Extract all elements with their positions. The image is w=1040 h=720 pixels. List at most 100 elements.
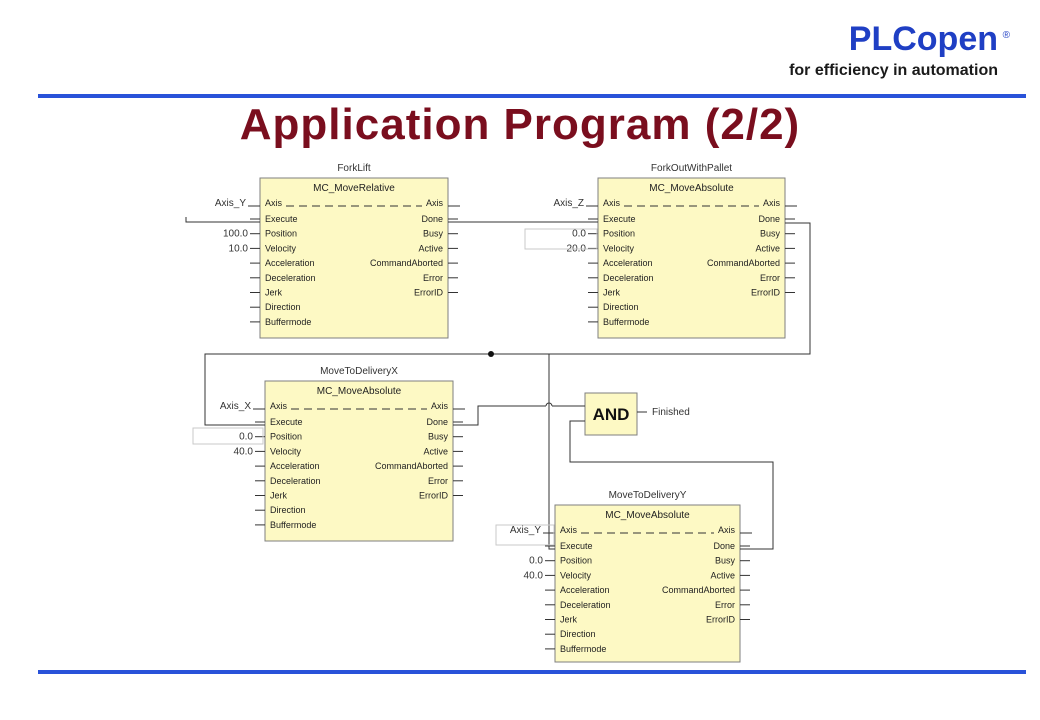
output-pin-label: ErrorID: [414, 288, 444, 298]
axis-pin-out: Axis: [718, 525, 736, 535]
output-pin-label: Active: [710, 570, 735, 580]
fb-instance-name: ForkLift: [337, 163, 371, 174]
input-pin-label: Acceleration: [270, 461, 320, 471]
axis-pin-in: Axis: [603, 198, 621, 208]
input-pin-label: Direction: [270, 505, 306, 515]
input-pin-label: Direction: [603, 302, 639, 312]
output-pin-label: ErrorID: [751, 288, 781, 298]
output-pin-label: Error: [423, 273, 443, 283]
output-pin-label: CommandAborted: [375, 461, 448, 471]
input-pin-label: Direction: [560, 629, 596, 639]
input-pin-label: Execute: [603, 214, 636, 224]
output-pin-label: Done: [421, 214, 443, 224]
axis-pin-in: Axis: [270, 401, 288, 411]
connection-wires: [185, 217, 811, 550]
output-pin-label: Error: [428, 476, 448, 486]
input-pin-label: Acceleration: [265, 258, 315, 268]
velocity-value: 40.0: [524, 570, 544, 581]
input-pin-label: Jerk: [560, 615, 578, 625]
input-pin-label: Buffermode: [265, 317, 311, 327]
axis-pin-out: Axis: [426, 198, 444, 208]
position-value: 100.0: [223, 229, 248, 240]
bottom-divider: [38, 670, 1026, 674]
forkout-literal-frame: [524, 228, 598, 250]
input-pin-label: Jerk: [265, 288, 283, 298]
input-pin-label: Position: [603, 229, 635, 239]
input-pin-label: Direction: [265, 302, 301, 312]
fb-instance-name: ForkOutWithPallet: [651, 163, 732, 174]
output-pin-label: Active: [755, 243, 780, 253]
output-pin-label: Busy: [428, 432, 449, 442]
position-value: 0.0: [239, 432, 253, 443]
and-gate: AND Finished: [584, 392, 690, 436]
input-pin-label: Velocity: [560, 570, 592, 580]
axis-variable: Axis_Y: [510, 525, 541, 536]
axis-variable: Axis_X: [220, 401, 251, 412]
input-pin-label: Acceleration: [603, 258, 653, 268]
position-value: 0.0: [572, 229, 586, 240]
input-pin-label: Deceleration: [603, 273, 654, 283]
output-pin-label: Busy: [715, 556, 736, 566]
fb-type-name: MC_MoveAbsolute: [317, 386, 402, 397]
input-pin-label: Velocity: [603, 243, 635, 253]
wire-forkout-done-to-deliveryy-execute: [491, 353, 555, 550]
input-pin-label: Velocity: [270, 446, 302, 456]
fb-box: [597, 177, 786, 339]
logo-tagline: for efficiency in automation: [789, 62, 998, 79]
input-pin-label: Buffermode: [270, 520, 316, 530]
registered-mark: ®: [1002, 30, 1010, 41]
output-pin-label: Active: [418, 243, 443, 253]
axis-pin-in: Axis: [265, 198, 283, 208]
wire-crossover-hop: [545, 402, 553, 407]
input-pin-label: Velocity: [265, 243, 297, 253]
junction-dot: [488, 351, 494, 357]
fb-type-name: MC_MoveAbsolute: [605, 510, 690, 521]
input-pin-label: Execute: [560, 541, 593, 551]
top-divider: [38, 94, 1026, 98]
fb-type-name: MC_MoveAbsolute: [649, 183, 734, 194]
output-pin-label: ErrorID: [419, 491, 449, 501]
fb-box: [264, 380, 454, 542]
input-pin-label: Jerk: [270, 491, 288, 501]
and-gate-label: AND: [593, 405, 630, 424]
input-pin-label: Buffermode: [560, 644, 606, 654]
axis-variable: Axis_Y: [215, 198, 246, 209]
input-pin-label: Deceleration: [265, 273, 316, 283]
input-pin-label: Position: [560, 556, 592, 566]
output-pin-label: Busy: [760, 229, 781, 239]
output-pin-label: Error: [715, 600, 735, 610]
output-pin-label: CommandAborted: [662, 585, 735, 595]
input-pin-label: Jerk: [603, 288, 621, 298]
wire-deliveryy-done-to-and: [569, 420, 774, 550]
output-pin-label: ErrorID: [706, 615, 736, 625]
fb-instance-name: MoveToDeliveryX: [320, 366, 398, 377]
fb-box: [554, 504, 741, 663]
fb-box: [259, 177, 449, 339]
axis-variable: Axis_Z: [553, 198, 584, 209]
fb-type-name: MC_MoveRelative: [313, 183, 395, 194]
axis-pin-out: Axis: [763, 198, 781, 208]
input-pin-label: Deceleration: [270, 476, 321, 486]
input-pin-label: Acceleration: [560, 585, 610, 595]
output-pin-label: CommandAborted: [707, 258, 780, 268]
axis-pin-in: Axis: [560, 525, 578, 535]
output-pin-label: Done: [713, 541, 735, 551]
output-pin-label: Done: [426, 417, 448, 427]
fb-instance-name: MoveToDeliveryY: [609, 490, 687, 501]
position-value: 0.0: [529, 556, 543, 567]
plcopen-logo: PLCopen ® for efficiency in automation: [789, 20, 1010, 80]
output-pin-label: Error: [760, 273, 780, 283]
input-pin-label: Deceleration: [560, 600, 611, 610]
output-pin-label: Active: [423, 446, 448, 456]
wire-deliveryx-done-left: [453, 405, 546, 426]
input-pin-label: Position: [270, 432, 302, 442]
input-pin-label: Buffermode: [603, 317, 649, 327]
input-pin-label: Execute: [265, 214, 298, 224]
deliveryy-literal-frame: [495, 524, 555, 546]
wire-forklift-execute: [185, 217, 260, 223]
